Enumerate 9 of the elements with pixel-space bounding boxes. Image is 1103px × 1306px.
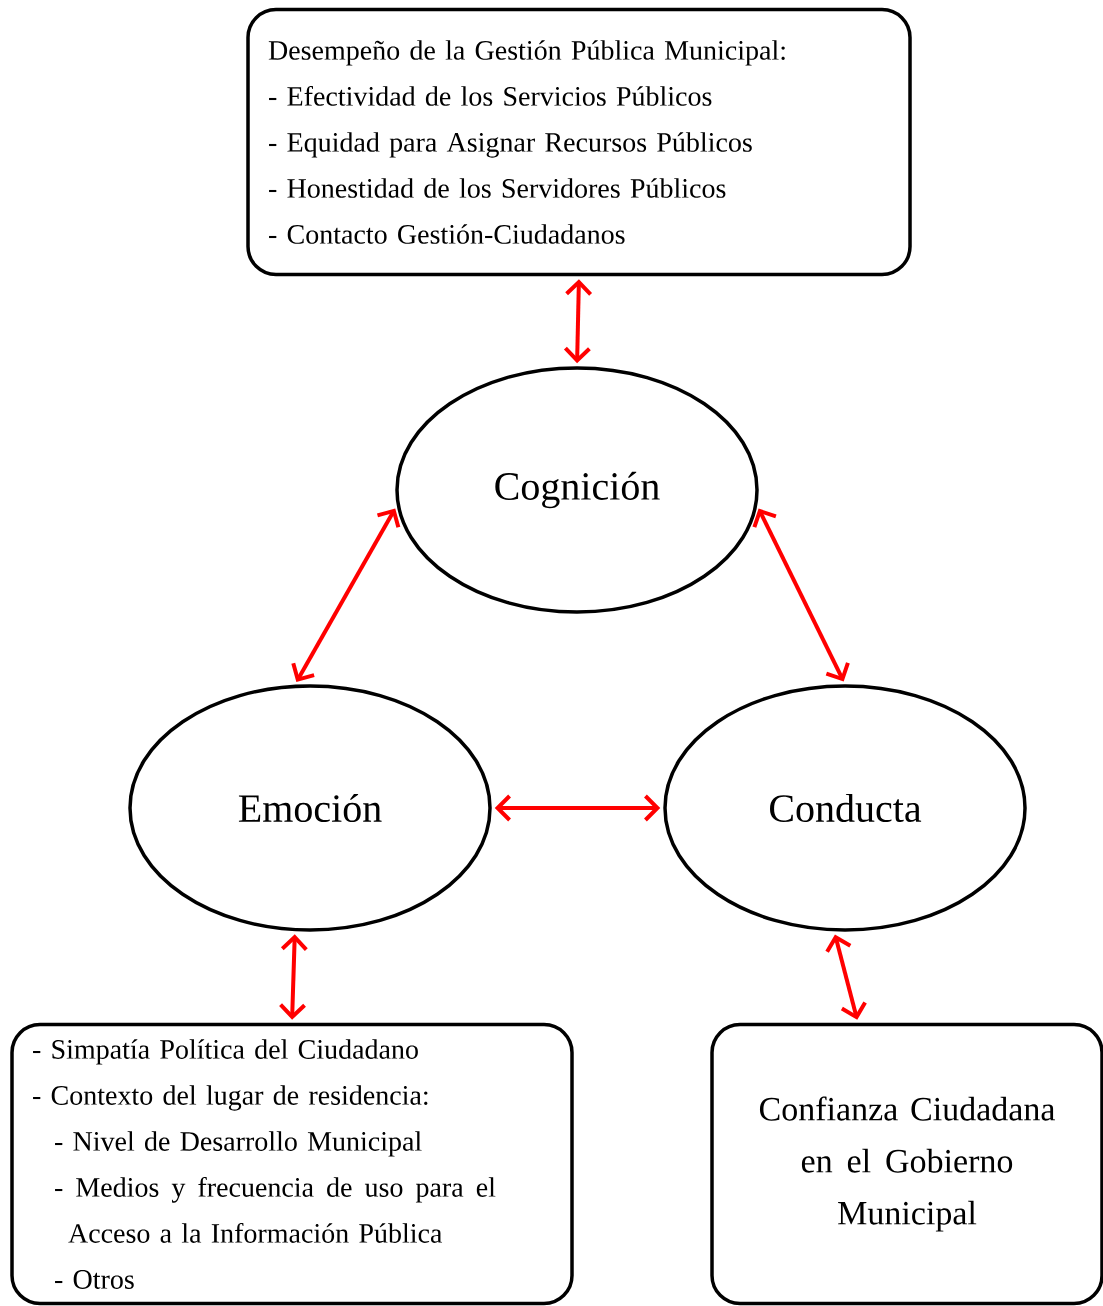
arrow xyxy=(752,508,850,682)
result-box: Confianza Ciudadana en el Gobierno Municipal xyxy=(710,1022,1103,1306)
arrow xyxy=(825,934,867,1020)
arrow xyxy=(563,279,593,364)
list-box: Desempeño de la Gestión Pública Municipal: - Efectividad de los Servicios Públicos - Equidad para Asignar Recursos Públicos - Honestidad de los Servidores Públicos - Contacto Gestión-Ciudadanos xyxy=(246,7,912,277)
arrow xyxy=(494,794,661,822)
list-box: - Simpatía Política del Ciudadano - Contexto del lugar de residencia: - Nivel de Desarrollo Municipal - Medios y frecuencia de uso para el Acceso a la Información Pública - Otros xyxy=(10,1022,574,1306)
arrow xyxy=(279,934,308,1020)
arrow xyxy=(291,508,401,683)
